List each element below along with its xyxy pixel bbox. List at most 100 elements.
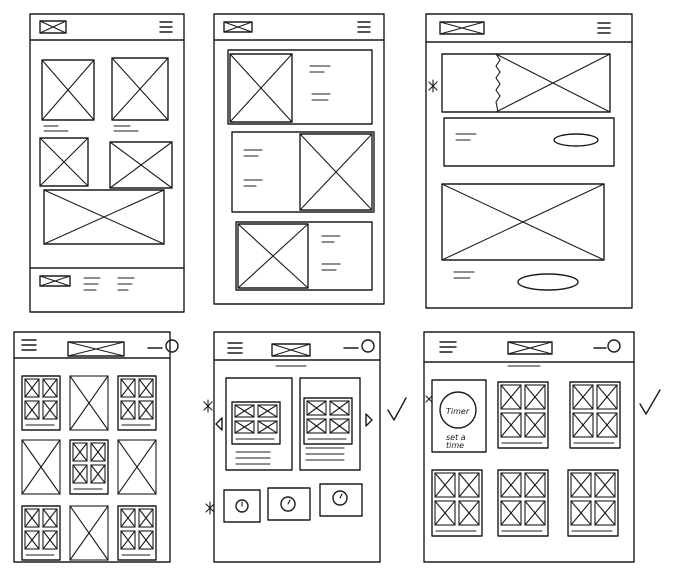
product-card bbox=[497, 381, 549, 449]
image-placeholder-icon bbox=[234, 420, 255, 434]
hamburger-menu-icon bbox=[159, 21, 173, 33]
image-placeholder-icon bbox=[120, 508, 136, 528]
clock-button-icon bbox=[223, 489, 261, 523]
footer-logo-icon bbox=[39, 275, 71, 287]
image-placeholder-icon bbox=[109, 141, 173, 189]
frame-2 bbox=[213, 13, 385, 305]
product-card bbox=[117, 375, 157, 431]
image-placeholder-icon bbox=[111, 57, 169, 121]
image-placeholder-icon bbox=[500, 384, 522, 410]
cart-badge-icon bbox=[147, 339, 179, 353]
image-placeholder-icon bbox=[299, 133, 373, 211]
check-mark-icon bbox=[387, 397, 407, 421]
product-card bbox=[117, 505, 157, 561]
logo-placeholder-icon bbox=[271, 343, 311, 357]
image-placeholder-icon bbox=[524, 412, 546, 438]
product-card bbox=[231, 401, 281, 445]
image-placeholder-icon bbox=[572, 384, 594, 410]
image-placeholder-icon bbox=[42, 530, 58, 550]
image-placeholder-icon bbox=[69, 505, 109, 561]
product-card bbox=[69, 439, 109, 495]
image-placeholder-icon bbox=[120, 530, 136, 550]
logo-placeholder-icon bbox=[67, 341, 125, 357]
hamburger-menu-icon bbox=[357, 21, 371, 33]
oval-button bbox=[517, 273, 579, 291]
asterisk-mark-icon bbox=[203, 399, 213, 413]
image-placeholder-icon bbox=[234, 404, 255, 418]
asterisk-mark-icon bbox=[428, 79, 438, 93]
image-placeholder-icon bbox=[500, 472, 522, 498]
image-placeholder-icon bbox=[572, 412, 594, 438]
image-placeholder-icon bbox=[458, 472, 480, 498]
image-placeholder-icon bbox=[237, 223, 309, 289]
image-placeholder-icon bbox=[524, 500, 546, 526]
image-placeholder-icon bbox=[596, 412, 618, 438]
hamburger-menu-icon bbox=[597, 22, 611, 34]
image-placeholder-icon bbox=[594, 472, 616, 498]
logo-placeholder-icon bbox=[439, 21, 485, 35]
image-placeholder-icon bbox=[500, 412, 522, 438]
product-card bbox=[569, 381, 621, 449]
image-placeholder-icon bbox=[524, 472, 546, 498]
image-placeholder-icon bbox=[42, 508, 58, 528]
image-placeholder-icon bbox=[500, 500, 522, 526]
image-placeholder-icon bbox=[434, 472, 456, 498]
hamburger-menu-icon bbox=[439, 341, 457, 353]
image-placeholder-icon bbox=[41, 59, 95, 121]
clock-button-icon bbox=[319, 483, 363, 517]
image-placeholder-icon bbox=[69, 375, 109, 431]
image-placeholder-icon bbox=[39, 137, 89, 187]
frame-1 bbox=[29, 13, 185, 313]
image-placeholder-icon bbox=[90, 442, 106, 462]
image-placeholder-icon bbox=[117, 439, 157, 495]
clock-button-icon bbox=[267, 487, 311, 521]
image-placeholder-icon bbox=[570, 500, 592, 526]
image-placeholder-icon bbox=[138, 508, 154, 528]
check-mark-icon bbox=[639, 389, 661, 415]
set-time-label-1: set a bbox=[446, 433, 466, 442]
image-placeholder-icon bbox=[329, 400, 350, 416]
frame-5 bbox=[203, 331, 407, 563]
arrow-left-icon bbox=[215, 417, 223, 431]
frame-6: Timer set a time bbox=[423, 331, 661, 563]
arrow-right-icon bbox=[365, 413, 373, 427]
hero-image-placeholder-icon bbox=[441, 53, 611, 113]
image-placeholder-icon bbox=[229, 53, 293, 123]
image-placeholder-icon bbox=[21, 439, 61, 495]
image-placeholder-icon bbox=[138, 530, 154, 550]
image-placeholder-icon bbox=[42, 378, 58, 398]
image-placeholder-icon bbox=[72, 442, 88, 462]
image-placeholder-icon bbox=[24, 400, 40, 420]
product-card bbox=[497, 469, 549, 537]
image-placeholder-icon bbox=[120, 400, 136, 420]
image-placeholder-icon bbox=[138, 400, 154, 420]
image-placeholder-icon bbox=[306, 400, 327, 416]
product-card bbox=[303, 397, 353, 445]
image-placeholder-icon bbox=[43, 189, 165, 245]
image-placeholder-icon bbox=[24, 530, 40, 550]
cart-badge-icon bbox=[343, 339, 375, 353]
frame-3 bbox=[425, 13, 633, 309]
logo-placeholder-icon bbox=[223, 21, 253, 33]
logo-placeholder-icon bbox=[507, 341, 553, 355]
timer-label: Timer bbox=[446, 407, 470, 416]
image-placeholder-icon bbox=[524, 384, 546, 410]
asterisk-mark-icon bbox=[205, 501, 215, 515]
image-placeholder-icon bbox=[434, 500, 456, 526]
hero-image-placeholder-icon bbox=[441, 183, 605, 261]
cart-badge-icon bbox=[593, 339, 621, 353]
image-placeholder-icon bbox=[24, 378, 40, 398]
product-card bbox=[21, 375, 61, 431]
image-placeholder-icon bbox=[596, 384, 618, 410]
logo-placeholder-icon bbox=[39, 20, 67, 34]
image-placeholder-icon bbox=[90, 464, 106, 484]
image-placeholder-icon bbox=[42, 400, 58, 420]
image-placeholder-icon bbox=[594, 500, 616, 526]
image-placeholder-icon bbox=[570, 472, 592, 498]
image-placeholder-icon bbox=[257, 404, 278, 418]
image-placeholder-icon bbox=[306, 418, 327, 434]
image-placeholder-icon bbox=[329, 418, 350, 434]
set-time-label-2: time bbox=[446, 441, 464, 450]
frame-4 bbox=[13, 331, 179, 563]
